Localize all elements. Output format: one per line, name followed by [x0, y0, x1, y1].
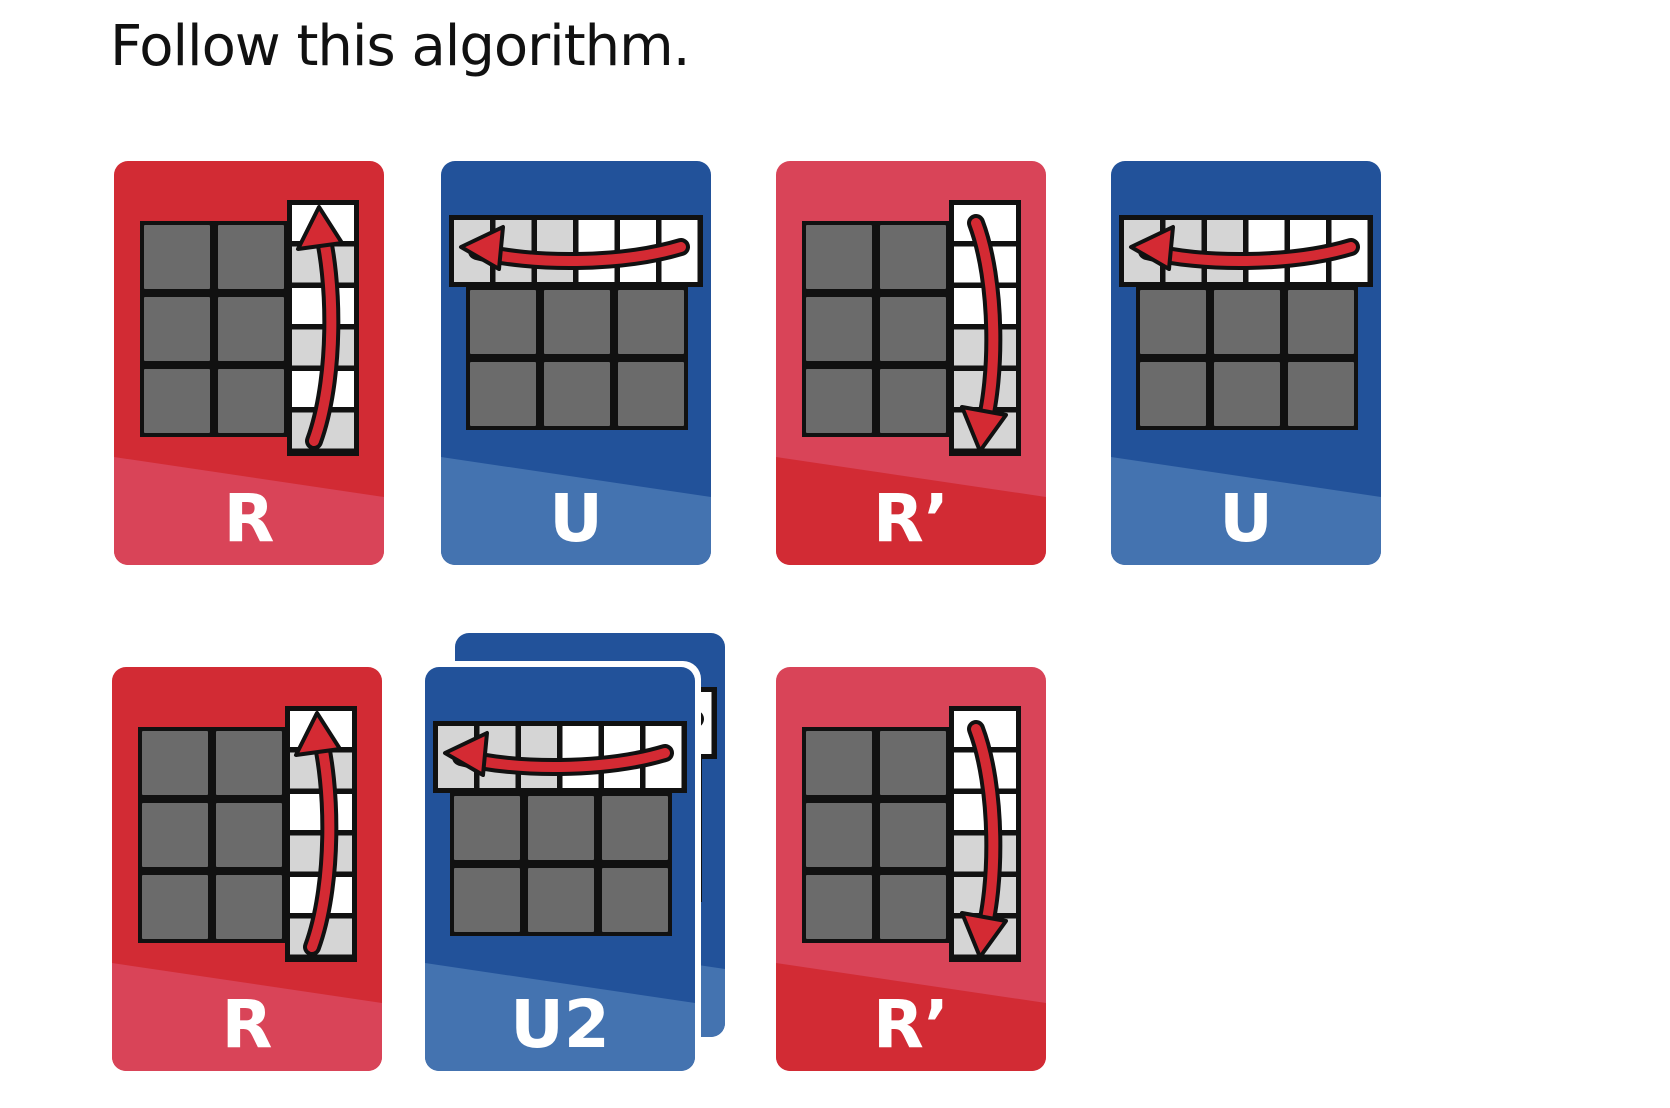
cube-face-u-icon	[449, 215, 703, 430]
card-front	[776, 667, 1046, 1071]
move-label: R’	[873, 480, 949, 557]
move-label: R	[221, 986, 273, 1063]
cube-face-r-icon	[140, 200, 359, 456]
arrow-down-icon	[960, 214, 1008, 453]
arrow-up-icon	[294, 711, 342, 956]
move-label: U2	[510, 986, 610, 1063]
move-card-r-prime: R’	[776, 667, 1046, 1071]
move-label: U	[549, 480, 603, 557]
page-title: Follow this algorithm.	[110, 14, 691, 79]
move-label: R’	[873, 986, 949, 1063]
card-front	[419, 661, 701, 1077]
move-card-r: R	[114, 161, 384, 565]
arrow-left-icon	[1129, 225, 1360, 271]
cube-face-u-icon	[433, 721, 687, 936]
move-card-r: R	[112, 667, 382, 1071]
arrow-left-icon	[443, 731, 674, 777]
card-front	[114, 161, 384, 565]
cube-face-r-icon	[802, 200, 1021, 456]
arrow-up-icon	[296, 205, 344, 450]
move-card-r-prime: R’	[776, 161, 1046, 565]
cube-face-u-icon	[1119, 215, 1373, 430]
arrow-left-icon	[459, 225, 690, 271]
move-card-u2: U2	[419, 633, 725, 1077]
cube-face-r-icon	[138, 706, 357, 962]
card-front	[441, 161, 711, 565]
arrow-down-icon	[960, 720, 1008, 959]
card-front	[112, 667, 382, 1071]
cube-face-r-icon	[802, 706, 1021, 962]
card-front	[1111, 161, 1381, 565]
card-front	[776, 161, 1046, 565]
move-label: R	[223, 480, 275, 557]
move-card-u: U	[1111, 161, 1381, 565]
move-label: U	[1219, 480, 1273, 557]
move-card-u: U	[441, 161, 711, 565]
